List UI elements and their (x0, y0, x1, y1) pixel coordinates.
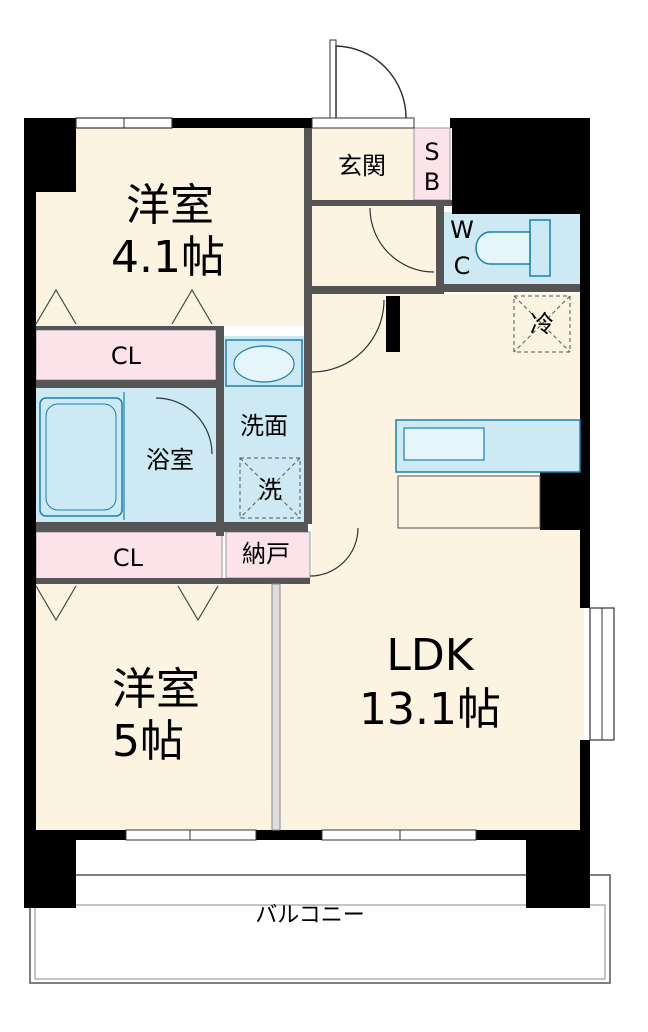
closet-2-label: CL (113, 544, 144, 572)
shoe-box (413, 127, 451, 201)
door-swing (309, 527, 359, 577)
wall (312, 286, 444, 294)
western-room-2-floor (36, 580, 276, 830)
kitchen-cabinet (397, 475, 541, 529)
storage-label: 納戸 (242, 540, 290, 568)
entrance-label: 玄関 (338, 152, 386, 180)
wall (436, 204, 444, 290)
closet-door-marker (35, 585, 219, 622)
wall (24, 118, 36, 908)
washer-spot-cross (239, 457, 301, 519)
washbasin-bowl (233, 345, 295, 383)
wall (36, 578, 310, 584)
washer-label: 洗 (258, 476, 282, 504)
wall (452, 118, 590, 214)
window (321, 829, 477, 841)
western-room-1-size: 4.1帖 (111, 232, 225, 283)
washer-spot (239, 457, 301, 519)
wall (271, 583, 281, 831)
fridge-spot-cross (513, 295, 571, 353)
western-room-2-name: 洋室 (112, 664, 200, 715)
bathtub (39, 397, 123, 517)
balcony-area (29, 874, 611, 984)
door-swing (311, 299, 385, 373)
toilet-bowl (475, 231, 531, 265)
wall (24, 830, 76, 908)
wall (540, 470, 584, 530)
shoe-box-label-s: S (424, 138, 439, 166)
ldk-floor-lower (280, 580, 584, 830)
wall (36, 522, 308, 532)
wall (24, 118, 76, 192)
wall (24, 830, 584, 840)
wall (444, 284, 580, 292)
kitchen-sink (403, 427, 485, 461)
western-room-1-floor (36, 128, 304, 326)
fridge-spot-cross (513, 295, 571, 353)
bathroom-label: 浴室 (146, 446, 194, 474)
ldk-name: LDK (386, 630, 474, 681)
wall (304, 128, 312, 524)
wall (580, 118, 590, 608)
toilet-label-c: C (454, 252, 471, 280)
wall (312, 200, 452, 206)
balcony-label: バルコニー (255, 903, 365, 928)
door-swing (155, 397, 213, 455)
wall (580, 740, 590, 840)
washroom-label: 洗面 (240, 412, 288, 440)
balcony-rail (34, 904, 606, 980)
western-room-2-size: 5帖 (112, 716, 184, 767)
closet-door-marker (35, 288, 213, 325)
ldk-size: 13.1帖 (359, 684, 501, 735)
window (125, 829, 257, 841)
wall (216, 326, 224, 536)
shoe-box-label-b: B (424, 168, 440, 196)
toilet-label-w: W (450, 216, 474, 244)
fridge-spot (513, 295, 571, 353)
door-swing (335, 45, 407, 119)
door (329, 39, 337, 119)
entrance-door-gap (311, 117, 415, 129)
wall (526, 830, 590, 908)
wall (36, 326, 216, 330)
closet-1-label: CL (111, 342, 142, 370)
toilet-tank (529, 219, 551, 277)
bathtub-inner (45, 403, 117, 511)
hall-floor (312, 204, 440, 294)
fridge-label: 冷 (530, 310, 554, 338)
wall (386, 296, 400, 352)
western-room-1-name: 洋室 (126, 180, 214, 231)
entrance-floor (312, 128, 414, 204)
wall (36, 380, 216, 388)
door-swing (369, 207, 435, 273)
